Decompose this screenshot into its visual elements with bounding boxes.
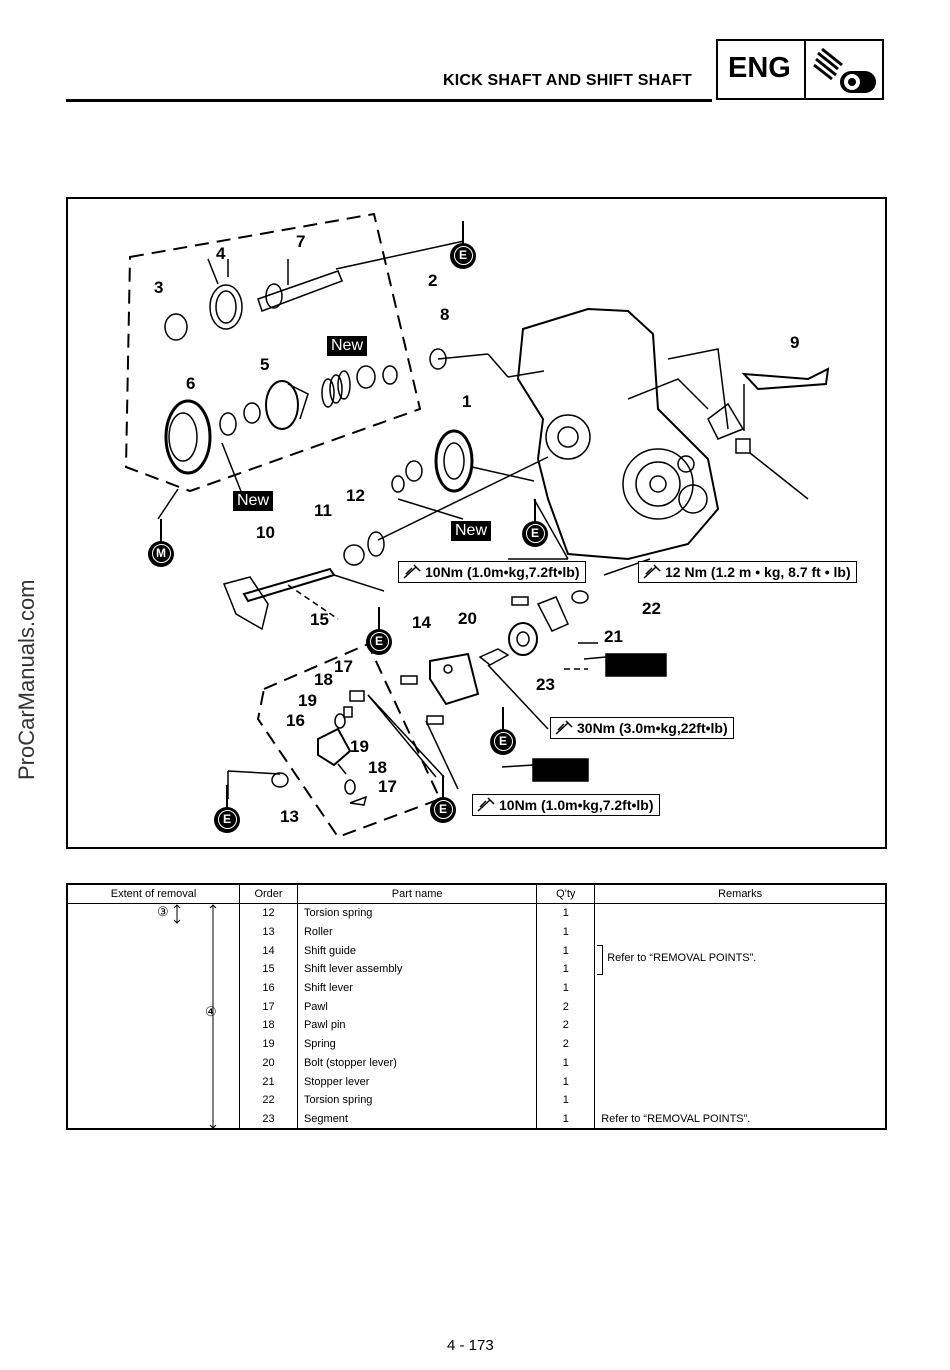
engine-oil-icon: E <box>450 221 476 269</box>
col-extent: Extent of removal <box>66 883 241 904</box>
remark-bracket <box>597 945 604 976</box>
section-title: KICK SHAFT AND SHIFT SHAFT <box>443 72 693 89</box>
callout-9: 9 <box>790 333 800 352</box>
group-remark: Refer to “REMOVAL POINTS”. <box>607 952 757 965</box>
callout-23: 23 <box>536 675 555 694</box>
callout-21: 21 <box>604 627 623 646</box>
diagram-drawing <box>124 212 830 839</box>
extent-3-mark: ③ <box>157 904 169 919</box>
engine-oil-icon: E <box>430 775 456 823</box>
parts-table: Extent of removal Order Part name Q'ty R… <box>66 883 887 1131</box>
extent-4-arrow <box>209 904 217 1129</box>
wrench-icon <box>477 797 495 812</box>
wrench-icon <box>643 564 661 579</box>
callout-6: 6 <box>186 374 196 393</box>
page-number: 4 - 173 <box>447 1337 494 1354</box>
engine-oil-icon: E <box>490 707 516 755</box>
callout-13: 13 <box>280 807 299 826</box>
callout-10: 10 <box>256 523 275 542</box>
callout-2: 2 <box>428 271 438 290</box>
callout-20: 20 <box>458 609 477 628</box>
extent-3-arrow <box>173 904 181 924</box>
watermark: ProCarManuals.com <box>14 579 39 780</box>
col-remarks: Remarks <box>594 883 887 904</box>
torque-spec: 12 Nm (1.2 m • kg, 8.7 ft • lb) <box>638 561 857 583</box>
header-rule <box>66 99 712 102</box>
callout-19: 19 <box>298 691 317 710</box>
new-tag: New <box>233 491 274 511</box>
callout-5: 5 <box>260 355 270 374</box>
exploded-diagram: 1 2 3 4 5 6 7 8 9 10 11 12 13 14 15 16 1… <box>66 197 887 849</box>
torque-spec: 10Nm (1.0m•kg,7.2ft•lb) <box>472 794 660 816</box>
callout-11: 11 <box>314 501 332 520</box>
callout-19b: 19 <box>350 737 369 756</box>
callout-1: 1 <box>462 392 472 411</box>
col-qty: Q'ty <box>536 883 596 904</box>
callout-22: 22 <box>642 599 661 618</box>
engine-oil-icon: E <box>214 785 240 833</box>
callout-15: 15 <box>310 610 329 629</box>
callout-3: 3 <box>154 278 164 297</box>
extent-markers: ③ ④ <box>67 904 239 1129</box>
wrench-icon <box>555 720 573 735</box>
engine-oil-icon: E <box>366 607 392 655</box>
molybdenum-grease-icon: M <box>148 519 174 567</box>
callout-17: 17 <box>334 657 353 676</box>
callout-17b: 17 <box>378 777 397 796</box>
section-badge-label: ENG <box>728 52 791 84</box>
extent-4-mark: ④ <box>205 1004 217 1019</box>
engine-oil-icon: E <box>522 499 548 547</box>
torque-spec: 10Nm (1.0m•kg,7.2ft•lb) <box>398 561 586 583</box>
callout-7: 7 <box>296 232 306 251</box>
col-order: Order <box>239 883 298 904</box>
new-tag: New <box>451 521 492 541</box>
section-badge: ENG <box>716 39 884 100</box>
wrench-icon <box>403 564 421 579</box>
callout-14: 14 <box>412 613 431 632</box>
table-header-row: Extent of removal Order Part name Q'ty R… <box>66 883 887 904</box>
torque-spec: 30Nm (3.0m•kg,22ft•lb) <box>550 717 734 739</box>
col-part-name: Part name <box>296 883 538 904</box>
callout-18b: 18 <box>368 758 387 777</box>
callout-4: 4 <box>216 244 226 263</box>
callout-16: 16 <box>286 711 305 730</box>
callout-18: 18 <box>314 670 333 689</box>
new-tag: New <box>327 336 368 356</box>
callout-8: 8 <box>440 305 450 324</box>
callout-12: 12 <box>346 486 365 505</box>
engine-gear-icon <box>813 47 876 93</box>
badge-divider <box>804 41 806 98</box>
